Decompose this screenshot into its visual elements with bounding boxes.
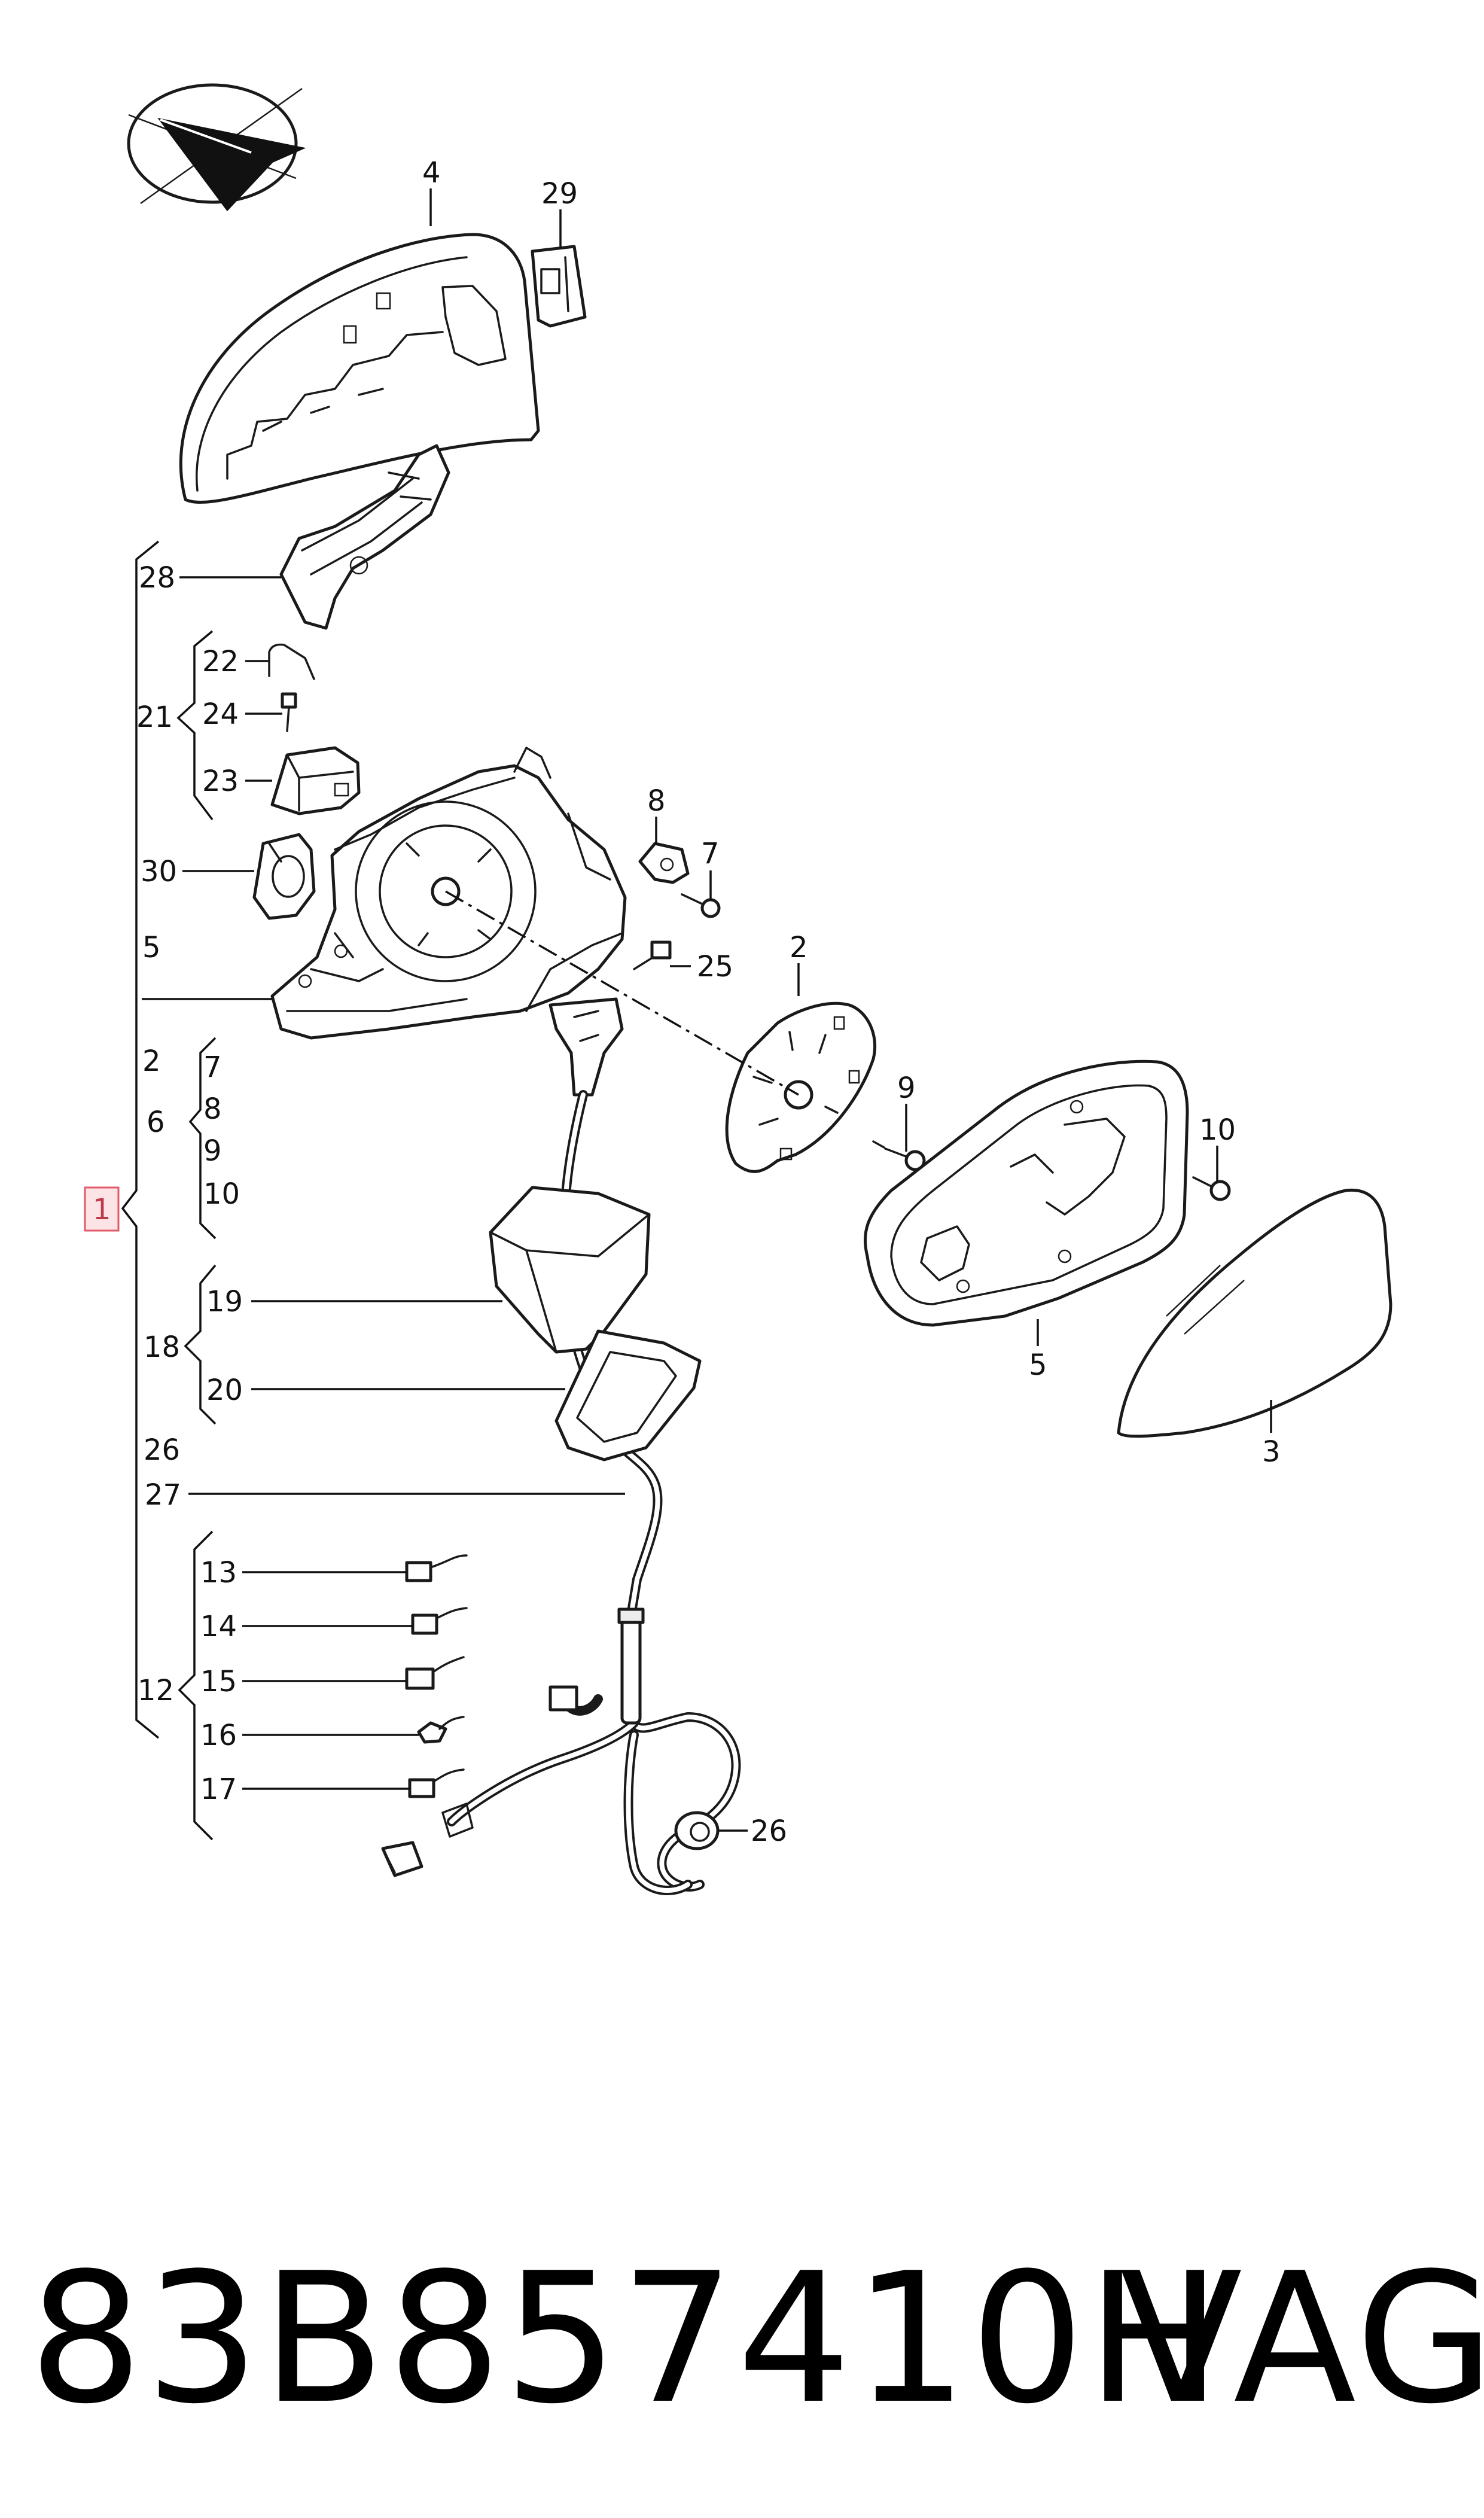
label-7: 7 — [701, 837, 720, 870]
part-23-actuator — [270, 746, 361, 815]
part-14-connector — [411, 1607, 468, 1635]
part-28-turn-signal — [279, 444, 450, 630]
label-7-group: 7 — [203, 1051, 222, 1084]
label-14: 14 — [200, 1610, 237, 1643]
orientation-arrow-icon — [127, 83, 306, 212]
part-9-screw — [872, 1140, 926, 1171]
part-29-module — [531, 245, 587, 328]
label-8-group: 8 — [203, 1092, 222, 1126]
part-26-grommet — [674, 1811, 720, 1850]
label-21: 21 — [136, 701, 173, 734]
label-23: 23 — [202, 765, 239, 798]
part-25-screw — [633, 940, 672, 970]
label-3: 3 — [1262, 1435, 1281, 1469]
part-10-screw — [1192, 1176, 1231, 1201]
label-13: 13 — [200, 1556, 237, 1590]
part-5-glass-carrier — [863, 1059, 1189, 1327]
label-27: 27 — [145, 1478, 181, 1512]
part-24-screw — [281, 692, 297, 732]
label-9-group: 9 — [203, 1134, 222, 1168]
label-1: 1 — [93, 1193, 111, 1226]
label-4: 4 — [422, 156, 441, 190]
label-22: 22 — [202, 645, 239, 678]
label-15: 15 — [200, 1665, 237, 1698]
part-15-connector — [405, 1656, 465, 1690]
part-22-clip — [268, 643, 315, 680]
callout-labels: 4 29 28 22 21 24 23 30 8 7 25 5 2 9 10 2… — [84, 156, 1281, 1848]
part-number: 83B857410H — [29, 2234, 1224, 2443]
footer: 83B857410H VAG — [0, 2213, 1484, 2471]
brand-name: VAG — [1120, 2234, 1484, 2443]
label-9: 9 — [897, 1071, 916, 1105]
label-24: 24 — [202, 698, 239, 731]
label-10-group: 10 — [203, 1177, 240, 1211]
part-4-mirror-cap — [179, 233, 540, 504]
part-13-connector — [405, 1554, 468, 1582]
part-7-screw — [681, 893, 721, 918]
part-2-adjust-plate — [725, 1001, 877, 1173]
leader-lines — [142, 188, 1272, 1832]
harness-connectors — [381, 1685, 578, 1877]
label-5-left: 5 — [142, 931, 161, 964]
label-17: 17 — [200, 1773, 237, 1806]
label-18: 18 — [144, 1330, 180, 1364]
assembly-axis-line — [445, 890, 799, 1096]
part-17-connector — [408, 1768, 465, 1798]
label-29: 29 — [541, 177, 578, 211]
part-30-sensor — [252, 833, 316, 920]
part-20-seal — [554, 1329, 702, 1462]
label-20: 20 — [206, 1374, 243, 1407]
label-28: 28 — [139, 561, 175, 595]
label-26-bottom: 26 — [751, 1814, 787, 1848]
label-10: 10 — [1199, 1113, 1236, 1147]
part-5-mirror-base — [270, 747, 627, 1040]
mirror-mount-arm — [548, 997, 624, 1097]
label-2: 2 — [790, 931, 808, 964]
part-8-bracket — [638, 842, 690, 884]
label-16: 16 — [200, 1719, 237, 1752]
label-12: 12 — [138, 1674, 174, 1707]
part-16-connector — [417, 1716, 465, 1744]
label-26-top: 26 — [144, 1433, 180, 1467]
label-6: 6 — [147, 1106, 165, 1139]
label-2-group: 2 — [142, 1045, 161, 1078]
exploded-parts-diagram: 4 29 28 22 21 24 23 30 8 7 25 5 2 9 10 2… — [84, 83, 1392, 1895]
braces — [121, 540, 217, 1841]
part-19-boot — [489, 1186, 651, 1354]
label-30: 30 — [141, 855, 177, 888]
label-1-highlight-box — [84, 1186, 120, 1232]
label-19: 19 — [206, 1285, 243, 1319]
part-3-mirror-glass — [1117, 1188, 1392, 1438]
label-8: 8 — [647, 784, 666, 818]
label-25: 25 — [697, 950, 733, 984]
label-5-right: 5 — [1029, 1348, 1047, 1382]
